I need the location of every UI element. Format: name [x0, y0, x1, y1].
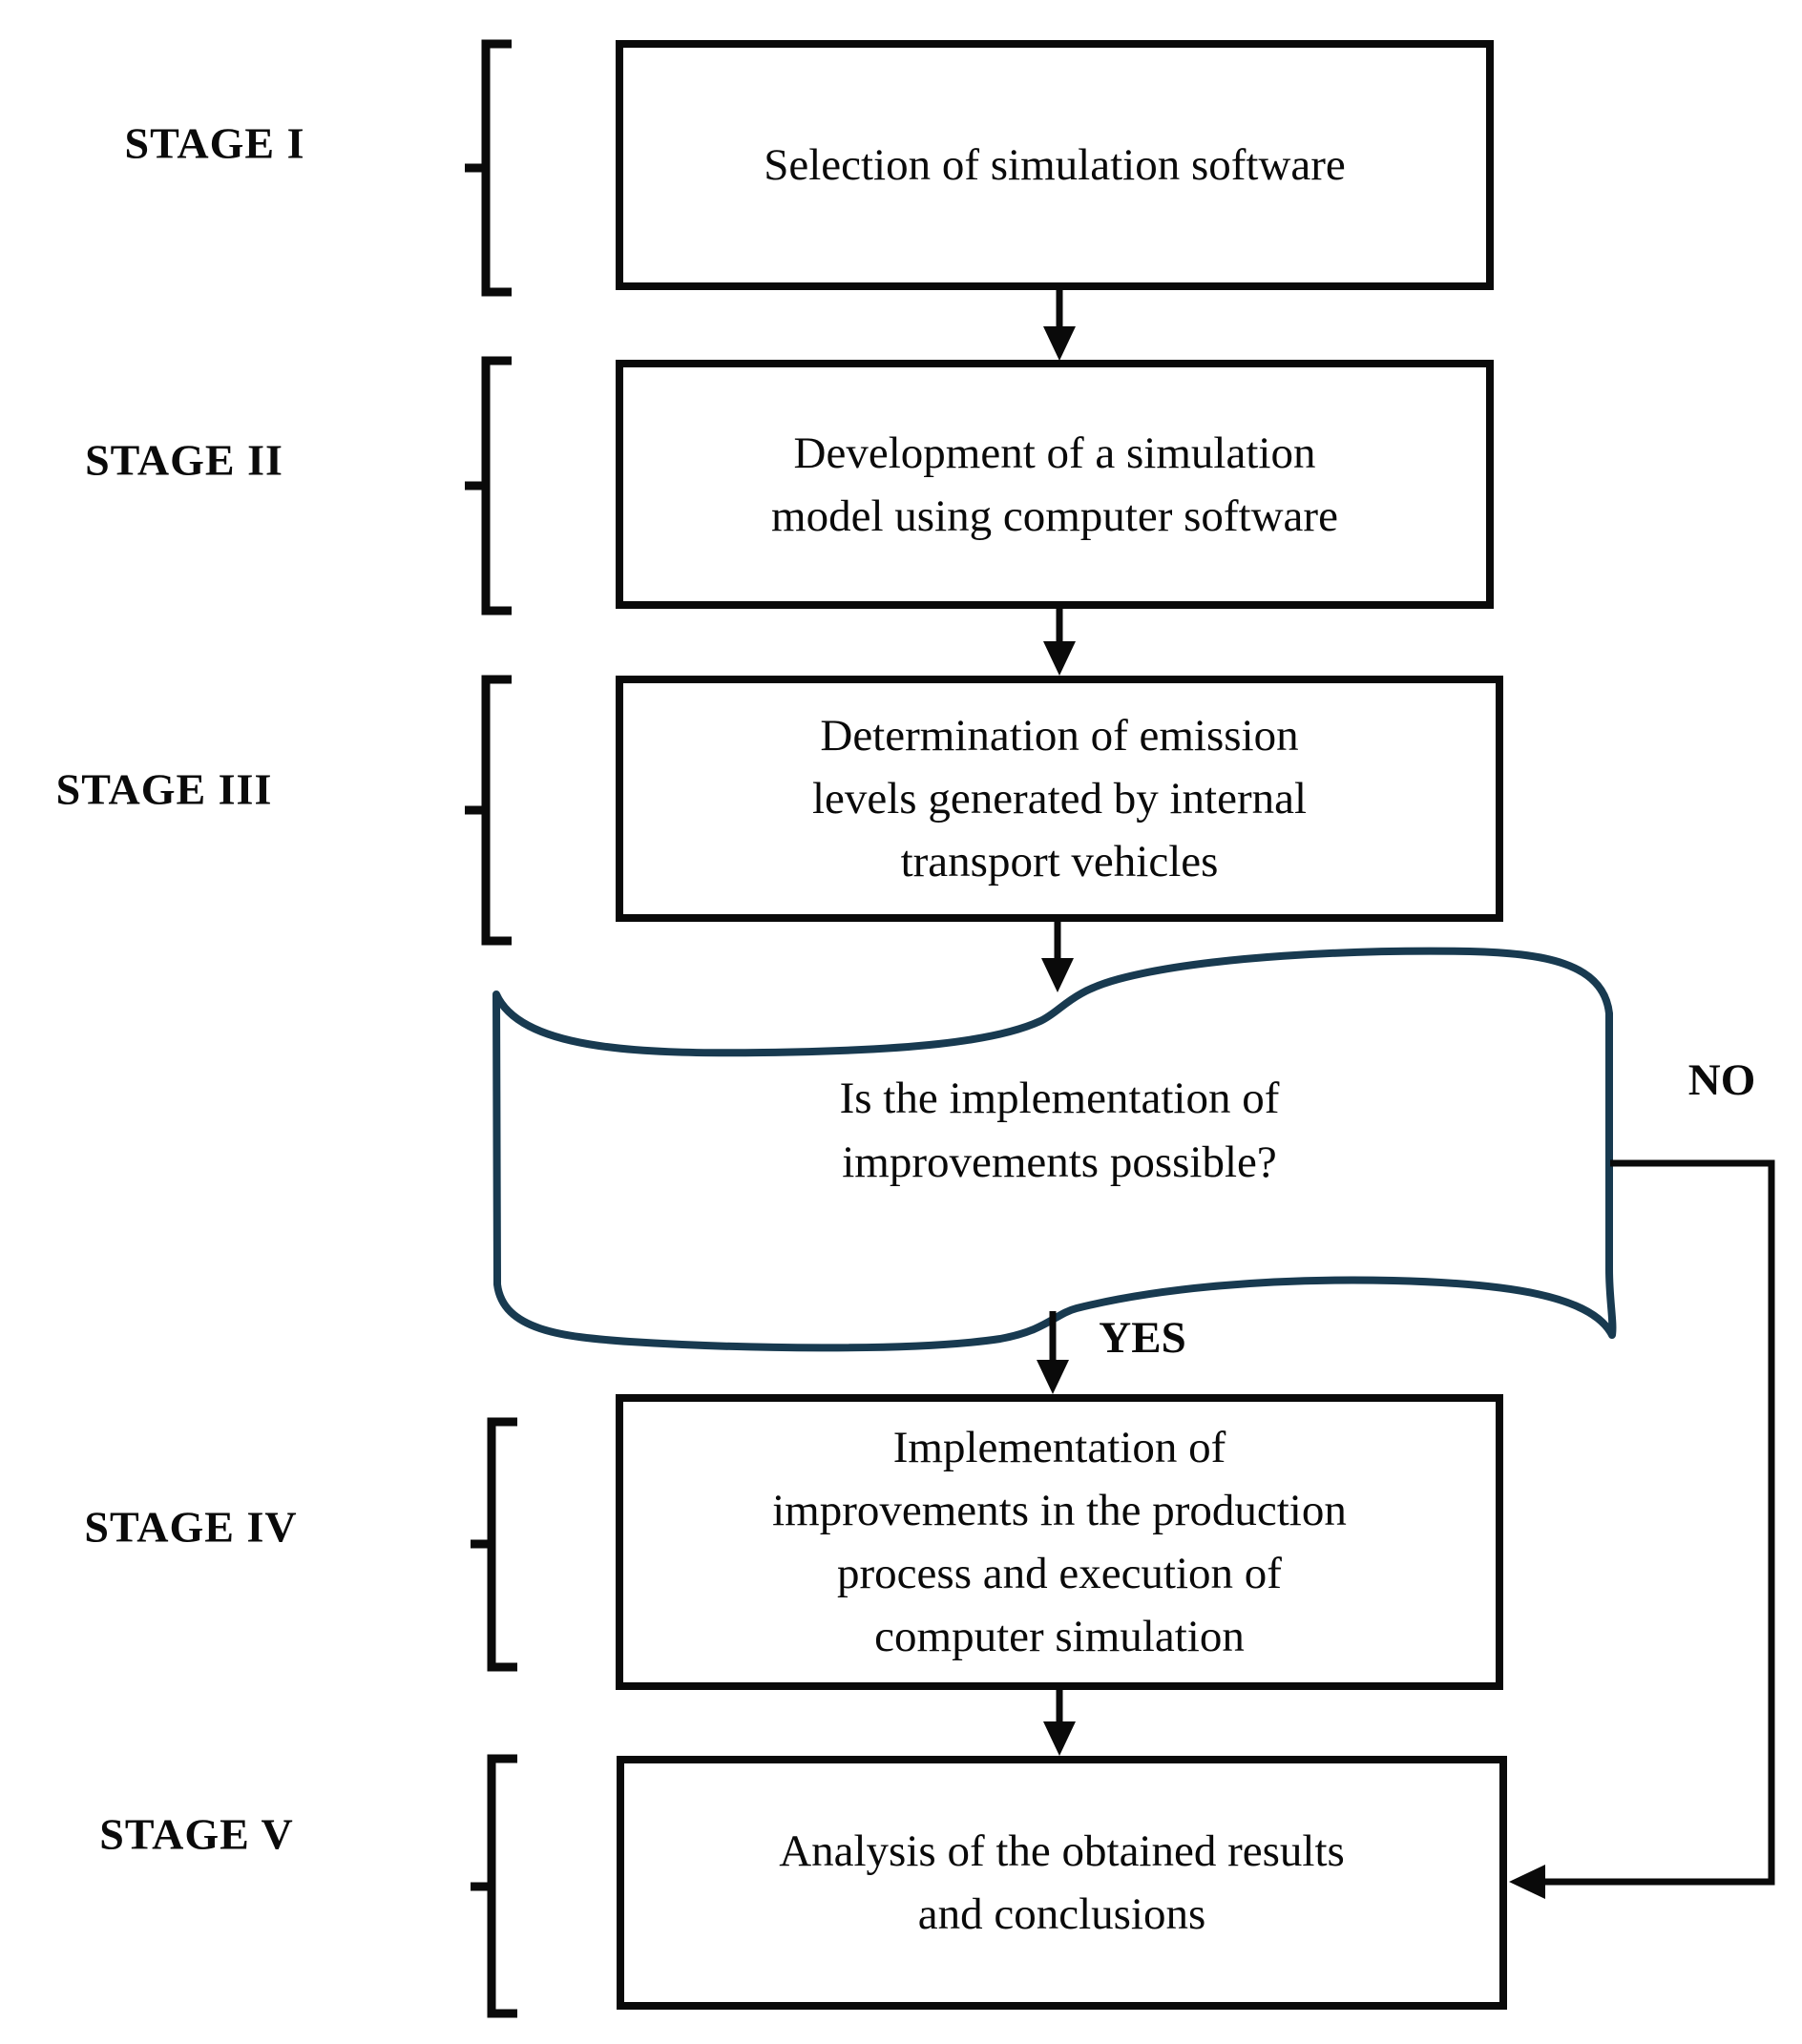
stage-4-label: STAGE IV	[84, 1502, 298, 1552]
stage-bracket-5	[471, 1754, 517, 2018]
process-text-line: process and execution of	[837, 1549, 1282, 1598]
process-text-line: Analysis of the obtained results	[779, 1826, 1345, 1876]
no-branch-label: NO	[1687, 1055, 1756, 1105]
process-text-line: and conclusions	[917, 1889, 1206, 1939]
decision-question-text: Is the implementation of improvements po…	[630, 1067, 1489, 1195]
process-text-line: Selection of simulation software	[764, 140, 1346, 190]
stage-2-label: STAGE II	[85, 435, 283, 485]
process-text-line: model using computer software	[771, 490, 1338, 541]
arrow-box1-to-box2	[1043, 288, 1076, 361]
stage-5-process-box: Analysis of the obtained results and con…	[617, 1756, 1507, 2010]
arrow-no-decision-to-box5	[1509, 1159, 1775, 1899]
stage-2-process-box: Development of a simulation model using …	[616, 360, 1494, 609]
arrow-box3-to-decision	[1041, 920, 1074, 992]
process-text-line: levels generated by internal	[811, 774, 1308, 824]
decision-wave-shape	[492, 947, 1617, 1352]
stage-4-process-box: Implementation of improvements in the pr…	[616, 1394, 1503, 1690]
decision-text-line: Is the implementation of	[839, 1074, 1280, 1123]
stage-bracket-4	[471, 1417, 517, 1672]
stage-bracket-2	[465, 356, 512, 615]
arrow-box4-to-box5	[1043, 1689, 1076, 1756]
process-text-line: computer simulation	[874, 1612, 1245, 1661]
arrow-box2-to-box3	[1043, 609, 1076, 676]
process-text-line: Implementation of	[892, 1423, 1226, 1472]
arrow-yes-decision-to-box4	[1037, 1311, 1069, 1394]
stage-1-process-box: Selection of simulation software	[616, 40, 1494, 290]
process-text-line: Development of a simulation	[793, 428, 1316, 478]
decision-text-line: improvements possible?	[842, 1137, 1277, 1187]
process-text-line: Determination of emission	[820, 711, 1299, 761]
yes-branch-label: YES	[1099, 1313, 1186, 1363]
stage-1-label: STAGE I	[124, 118, 305, 168]
stage-3-label: STAGE III	[55, 764, 273, 814]
stage-3-process-box: Determination of emission levels generat…	[616, 676, 1503, 922]
process-text-line: transport vehicles	[900, 837, 1219, 886]
stage-5-label: STAGE V	[99, 1809, 294, 1859]
stage-bracket-3	[465, 675, 512, 946]
process-text-line: improvements in the production	[772, 1486, 1347, 1535]
stage-bracket-1	[465, 39, 512, 297]
